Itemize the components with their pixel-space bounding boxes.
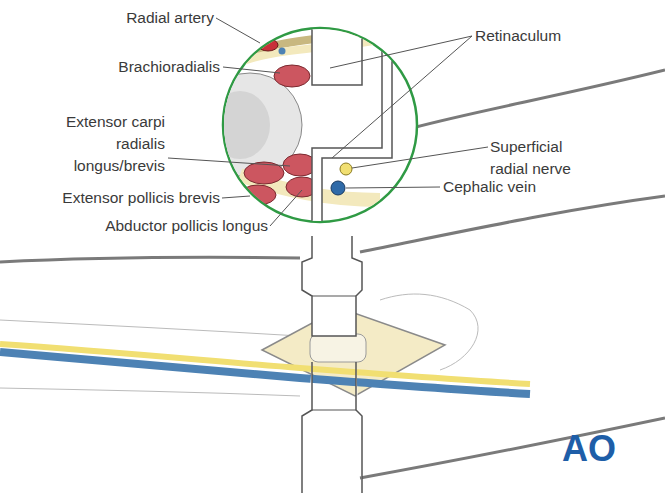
label: Abductor pollicis longus [50,215,268,237]
cephalic-vein [0,352,530,394]
retractor [302,236,362,336]
label: Cephalic vein [443,176,583,198]
retractor [302,362,362,493]
limb-outline [0,257,300,262]
leader-line [216,18,260,43]
retractor-blade [312,0,362,85]
radial-artery [258,39,278,51]
leader-line [168,158,290,166]
leader-line [222,196,250,198]
limb-outline [0,388,300,396]
label: Extensor pollicis brevis [2,187,220,209]
retractor-detail [312,295,356,296]
vena-comitans [251,45,258,52]
limb-outline [412,70,665,128]
limb-outline [0,320,300,336]
retractor-detail [312,409,356,410]
vein-section [331,181,345,195]
leader-line [352,147,488,168]
logo: AO [562,428,652,470]
label: Superficial radial nerve [490,136,590,180]
limb-outline [360,196,665,252]
leader-line [330,36,472,68]
leader-line [332,36,472,158]
leader-line [270,190,302,226]
muscle [240,185,276,205]
bone-section [210,91,270,159]
muscle [274,65,310,87]
cross-section [198,0,392,250]
leader-line [223,67,280,73]
leader-line [346,187,440,188]
radius-bone [310,334,366,362]
label: Extensor carpi radialis longus/brevis [40,111,165,177]
label: Retinaculum [475,25,615,47]
label: Radial artery [90,7,214,29]
label: Brachioradialis [90,56,220,78]
vena-comitans [279,48,286,55]
nerve-section [340,163,352,175]
limb-outline [360,418,665,478]
